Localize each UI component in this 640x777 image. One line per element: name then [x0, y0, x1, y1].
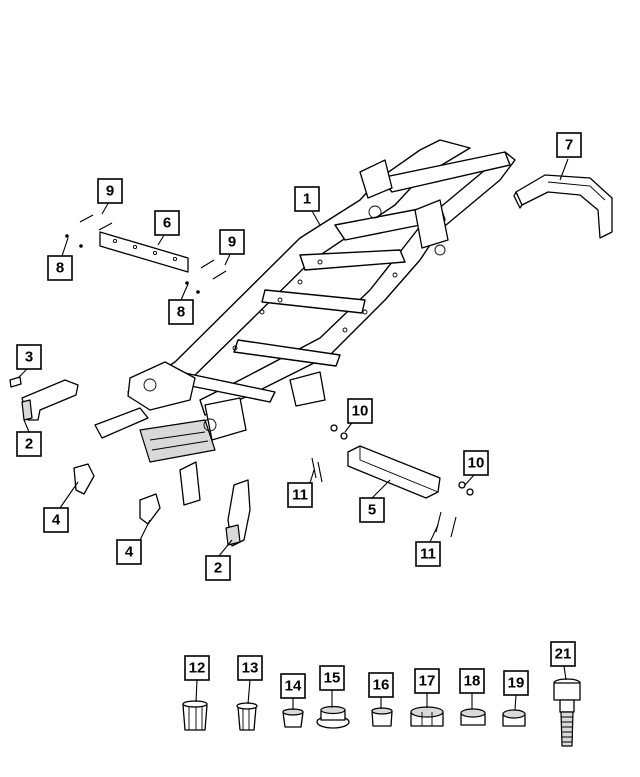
svg-text:18: 18 — [464, 673, 481, 690]
svg-text:9: 9 — [106, 183, 114, 200]
part-18-hex-nut — [460, 708, 486, 726]
callout-21: 21 — [550, 641, 576, 667]
svg-text:2: 2 — [214, 560, 222, 577]
callout-2: 2 — [205, 555, 231, 581]
bolts-9-upper-left — [65, 214, 227, 294]
svg-text:8: 8 — [56, 260, 64, 277]
svg-text:16: 16 — [373, 677, 390, 694]
svg-text:5: 5 — [368, 502, 376, 519]
callout-15: 15 — [319, 665, 345, 691]
svg-text:9: 9 — [228, 234, 236, 251]
part-7-front-crossmember — [513, 174, 613, 239]
svg-text:19: 19 — [508, 675, 525, 692]
callout-10: 10 — [463, 450, 489, 476]
callout-2: 2 — [16, 431, 42, 457]
svg-text:14: 14 — [285, 678, 302, 695]
svg-text:7: 7 — [565, 137, 573, 154]
callout-8: 8 — [47, 255, 73, 281]
callout-9: 9 — [97, 178, 123, 204]
callout-11: 11 — [415, 541, 441, 567]
part-17-hex-nut — [410, 706, 444, 727]
svg-text:6: 6 — [163, 215, 171, 232]
svg-text:3: 3 — [25, 349, 33, 366]
svg-text:4: 4 — [52, 512, 61, 529]
svg-text:8: 8 — [177, 304, 185, 321]
callout-9: 9 — [219, 229, 245, 255]
part-2-right-bracket — [225, 479, 251, 547]
part-2-left-bracket — [21, 379, 79, 421]
part-5-crossmember — [347, 445, 441, 499]
callout-16: 16 — [368, 672, 394, 698]
part-15-flange-nut — [316, 705, 350, 729]
callout-5: 5 — [359, 497, 385, 523]
part-4-right-bracket — [139, 493, 161, 525]
callout-17: 17 — [414, 668, 440, 694]
callout-11: 11 — [287, 482, 313, 508]
callout-6: 6 — [154, 210, 180, 236]
callout-4: 4 — [116, 539, 142, 565]
callout-13: 13 — [237, 655, 263, 681]
svg-text:17: 17 — [419, 673, 436, 690]
part-21-bolt — [553, 678, 581, 747]
part-6-reinforcement-plate — [99, 231, 189, 273]
callout-14: 14 — [280, 673, 306, 699]
svg-text:13: 13 — [242, 660, 259, 677]
svg-text:1: 1 — [303, 191, 311, 208]
svg-text:10: 10 — [352, 403, 369, 420]
svg-text:11: 11 — [420, 546, 436, 563]
callout-7: 7 — [556, 132, 582, 158]
callout-8: 8 — [168, 299, 194, 325]
callout-10: 10 — [347, 398, 373, 424]
svg-text:4: 4 — [125, 544, 134, 561]
callout-18: 18 — [459, 668, 485, 694]
callout-1: 1 — [294, 186, 320, 212]
callout-4: 4 — [43, 507, 69, 533]
callout-3: 3 — [16, 344, 42, 370]
svg-text:11: 11 — [292, 487, 308, 504]
svg-text:10: 10 — [468, 455, 485, 472]
part-16-nut — [371, 707, 393, 727]
svg-text:12: 12 — [189, 660, 206, 677]
part-4-left-bracket — [73, 463, 95, 495]
part-12-rivet-nut — [182, 700, 208, 731]
callout-19: 19 — [503, 670, 529, 696]
part-14-nut — [282, 708, 304, 728]
svg-text:21: 21 — [555, 646, 572, 663]
callout-12: 12 — [184, 655, 210, 681]
svg-text:15: 15 — [324, 670, 341, 687]
frame-assembly — [94, 139, 516, 506]
part-3-small-plate — [9, 376, 22, 388]
part-19-hex-nut — [502, 709, 526, 727]
svg-text:2: 2 — [25, 436, 33, 453]
part-13-rivet-nut — [236, 702, 258, 731]
bolts-11-and-nuts-10 — [311, 424, 474, 538]
